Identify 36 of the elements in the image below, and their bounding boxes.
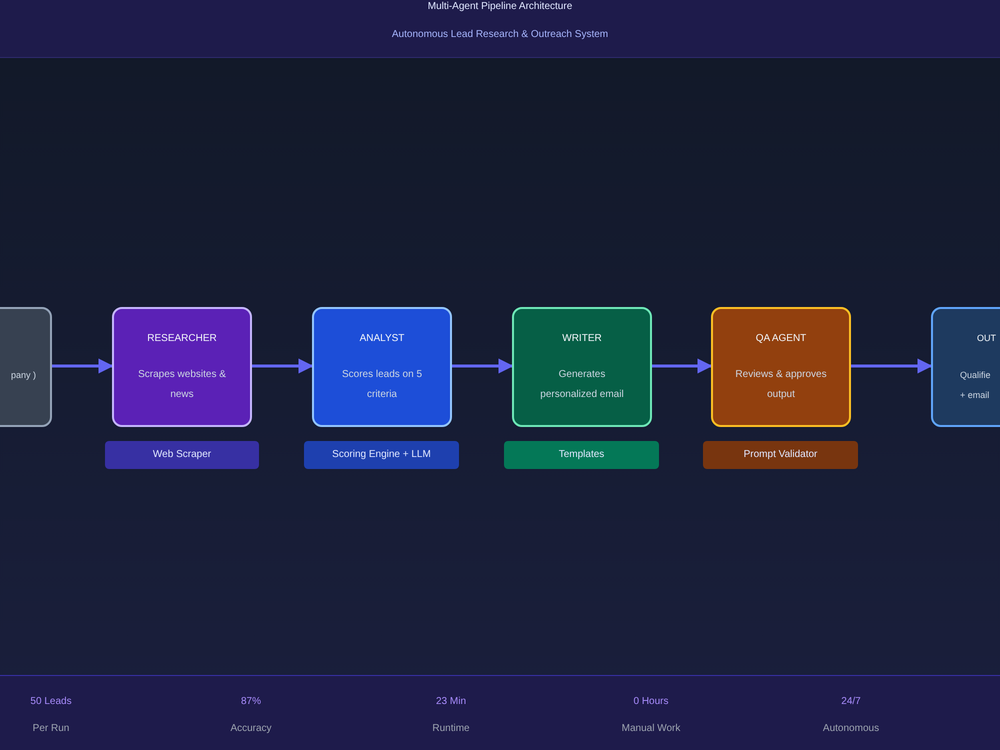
agent-name: QA AGENT — [754, 333, 808, 344]
stat-caption: Manual Work — [622, 723, 680, 734]
diagram-subtitle: Autonomous Lead Research & Outreach System — [392, 29, 608, 40]
agent-description: Scores leads on 5 criteria — [340, 368, 424, 402]
agent-box — [512, 307, 652, 427]
agent-description: Generates personalized email — [539, 368, 625, 402]
stat-value: 50 Leads — [30, 696, 72, 707]
stat-value: 23 Min — [436, 696, 466, 707]
agent-box — [312, 307, 452, 427]
agent-name: ANALYST — [358, 333, 406, 344]
agent-description: Qualifie + email — [960, 369, 992, 402]
diagram-title: Multi-Agent Pipeline Architecture — [428, 1, 572, 12]
arrow — [652, 358, 712, 374]
stat-caption: Accuracy — [230, 723, 272, 734]
arrow — [252, 358, 314, 374]
stat-value: 0 Hours — [634, 696, 668, 707]
stat-caption: Autonomous — [822, 723, 880, 734]
tool-tag: Templates — [504, 441, 659, 469]
agent-name: RESEARCHER — [146, 333, 218, 344]
agent-description: pany ) — [10, 369, 36, 382]
stat-value: 87% — [241, 696, 261, 707]
arrow — [851, 358, 932, 374]
stat-caption: Per Run — [32, 723, 70, 734]
agent-description: Reviews & approves output — [734, 368, 828, 402]
agent-description: Scrapes websites & news — [137, 368, 227, 402]
agent-name: WRITER — [561, 333, 603, 344]
stat-value: 24/7 — [841, 696, 861, 707]
agent-box — [711, 307, 851, 427]
tool-tag: Prompt Validator — [703, 441, 858, 469]
arrow — [52, 358, 114, 374]
tool-tag: Scoring Engine + LLM — [304, 441, 459, 469]
agent-name: OUT — [977, 333, 997, 343]
stat-caption: Runtime — [432, 723, 470, 734]
tool-tag: Web Scraper — [105, 441, 259, 469]
agent-box — [112, 307, 252, 427]
arrow — [452, 358, 514, 374]
